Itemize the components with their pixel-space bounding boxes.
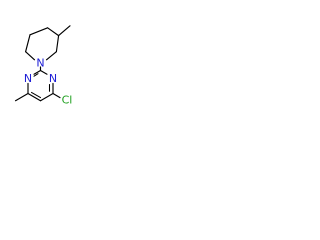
bond-pip-c4-c5 — [47, 27, 60, 37]
molecule-diagram: N N N Cl — [14, 25, 72, 107]
pyrimidine-ring — [14, 66, 61, 102]
nitrogen-label-piperidine: N — [36, 57, 44, 70]
bond-pip-c2-c3 — [25, 34, 31, 53]
bond-pip-c6-n — [45, 51, 57, 61]
bond-methyl-c5 — [58, 25, 71, 37]
bond-pip-n-c2 — [25, 51, 36, 61]
nitrogen-label-pyrimidine-left: N — [24, 72, 32, 85]
bond-pip-c5-c6 — [55, 35, 60, 53]
bond-c6-methyl — [14, 92, 29, 102]
bond-pip-c3-c4 — [29, 27, 49, 36]
bond-c2-n1 — [33, 69, 42, 75]
bond-c2-n3 — [39, 69, 48, 75]
bond-c4-cl — [52, 92, 61, 99]
bond-c2-n1-inner — [33, 73, 39, 77]
piperidine-ring — [25, 25, 71, 61]
atom-labels: N N N Cl — [24, 57, 72, 107]
bond-c6-c5 — [27, 92, 42, 102]
bond-c5-c4 — [39, 92, 54, 102]
bond-c6-c5-inner — [30, 91, 42, 99]
nitrogen-label-pyrimidine-right: N — [49, 72, 57, 85]
chlorine-label: Cl — [62, 94, 73, 107]
